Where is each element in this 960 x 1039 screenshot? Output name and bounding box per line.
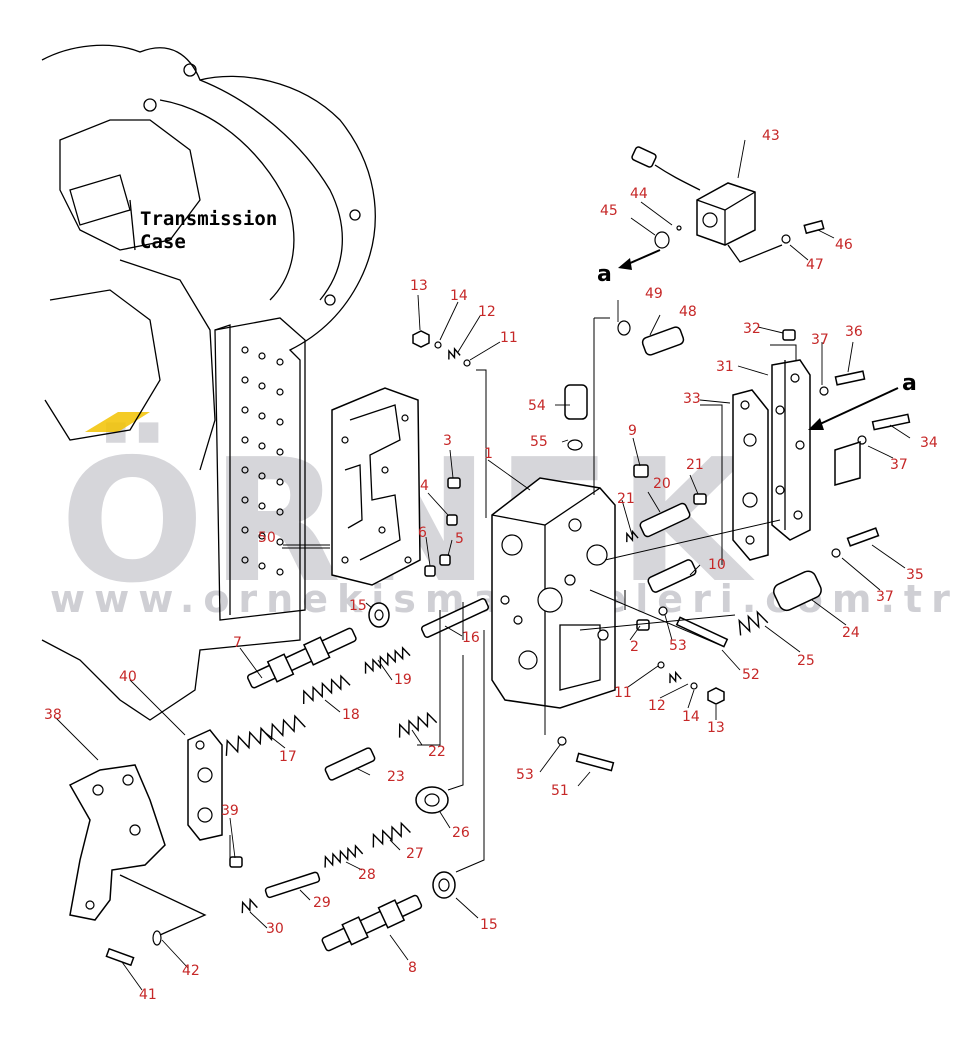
- callout-10: 10: [708, 557, 726, 573]
- gasket-50: [331, 387, 421, 586]
- callout-40: 40: [119, 669, 137, 685]
- callout-19: 19: [394, 672, 412, 688]
- callout-numbers: 1 2 3 4 5 6 7 8 9 10 11 11 12 12 13 13 1…: [44, 128, 938, 1003]
- callout-14-top: 14: [450, 288, 468, 304]
- arrow-a-right: [808, 387, 899, 430]
- callout-39: 39: [221, 803, 239, 819]
- callout-53-bottom: 53: [516, 767, 534, 783]
- callout-37-bottom: 37: [876, 589, 894, 605]
- callout-46: 46: [835, 237, 853, 253]
- callout-17: 17: [279, 749, 297, 765]
- callout-33: 33: [683, 391, 701, 407]
- callout-34: 34: [920, 435, 938, 451]
- callout-31: 31: [716, 359, 734, 375]
- callout-12-bottom: 12: [648, 698, 666, 714]
- callout-29: 29: [313, 895, 331, 911]
- callout-32: 32: [743, 321, 761, 337]
- callout-21-right: 21: [686, 457, 704, 473]
- callout-44: 44: [630, 186, 648, 202]
- callout-28: 28: [358, 867, 376, 883]
- callout-52: 52: [742, 667, 760, 683]
- spool-7: [247, 627, 357, 689]
- callout-13-bottom: 13: [707, 720, 725, 736]
- callout-18: 18: [342, 707, 360, 723]
- callout-37-top: 37: [811, 332, 829, 348]
- callout-48: 48: [679, 304, 697, 320]
- watermark-accent-mark: [85, 412, 150, 432]
- callout-47: 47: [806, 257, 824, 273]
- spool-8: [321, 894, 423, 952]
- callout-42: 42: [182, 963, 200, 979]
- springs: [225, 347, 769, 914]
- bracket-38: [68, 764, 207, 936]
- callout-15-top: 15: [349, 598, 367, 614]
- cover-31: [771, 359, 811, 541]
- callout-8: 8: [408, 960, 417, 976]
- transmission-case-label-line2: Case: [140, 231, 186, 253]
- callout-25: 25: [797, 653, 815, 669]
- callout-24: 24: [842, 625, 860, 641]
- arrow-a-top: [618, 249, 661, 270]
- callout-5: 5: [455, 531, 464, 547]
- gasket-40: [187, 729, 223, 841]
- callout-45: 45: [600, 203, 618, 219]
- callout-54: 54: [528, 398, 546, 414]
- callout-49: 49: [645, 286, 663, 302]
- transmission-case-label-line1: Transmission: [140, 208, 277, 230]
- arrow-a-right-label: a: [902, 371, 917, 396]
- callout-13-top: 13: [410, 278, 428, 294]
- callout-14-bottom: 14: [682, 709, 700, 725]
- callout-21-left: 21: [617, 491, 635, 507]
- solenoid-43: [631, 146, 783, 263]
- callout-23: 23: [387, 769, 405, 785]
- callout-55: 55: [530, 434, 548, 450]
- callout-36: 36: [845, 324, 863, 340]
- callout-7: 7: [233, 635, 242, 651]
- assembly-lines: [229, 317, 797, 873]
- callout-50: 50: [258, 530, 276, 546]
- callout-leaders: [55, 139, 911, 991]
- callout-6: 6: [418, 525, 427, 541]
- callout-11-top: 11: [500, 330, 518, 346]
- gasket-33: [732, 389, 769, 561]
- callout-37-right: 37: [890, 457, 908, 473]
- callout-30: 30: [266, 921, 284, 937]
- callout-9: 9: [628, 423, 637, 439]
- callout-41: 41: [139, 987, 157, 1003]
- callout-2: 2: [630, 639, 639, 655]
- valve-body-1: [491, 477, 616, 709]
- callout-27: 27: [406, 846, 424, 862]
- callout-11-bottom: 11: [614, 685, 632, 701]
- callout-35: 35: [906, 567, 924, 583]
- callout-38: 38: [44, 707, 62, 723]
- callout-51: 51: [551, 783, 569, 799]
- callout-1: 1: [484, 446, 493, 462]
- callout-26: 26: [452, 825, 470, 841]
- callout-22: 22: [428, 744, 446, 760]
- small-parts: [105, 219, 911, 967]
- callout-4: 4: [420, 478, 429, 494]
- callout-20: 20: [653, 476, 671, 492]
- callout-16: 16: [462, 630, 480, 646]
- callout-43: 43: [762, 128, 780, 144]
- arrow-a-top-label: a: [597, 262, 612, 287]
- transmission-case-drawing: [41, 44, 376, 721]
- callout-53-right: 53: [669, 638, 687, 654]
- callout-12-top: 12: [478, 304, 496, 320]
- callout-15-bottom: 15: [480, 917, 498, 933]
- callout-3: 3: [443, 433, 452, 449]
